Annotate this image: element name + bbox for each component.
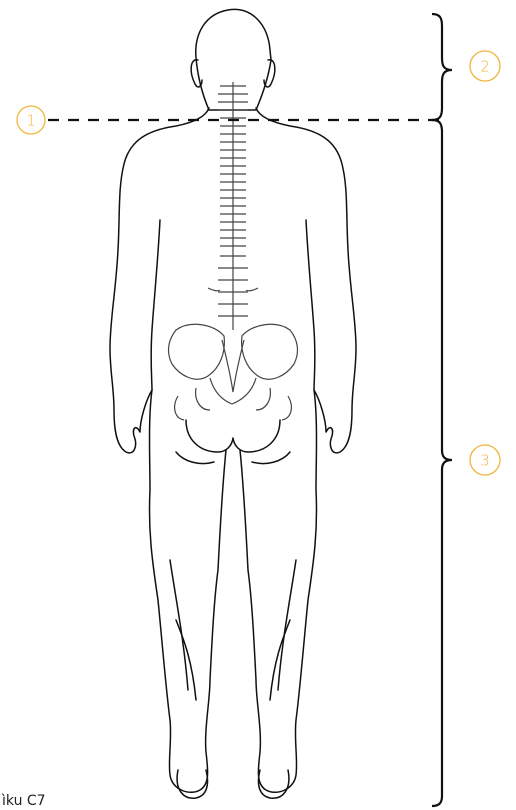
pelvis: [169, 324, 298, 420]
callout-3-label: 3: [480, 452, 490, 470]
right-leg-muscle-line: [278, 560, 296, 690]
gluteal-fold-right: [252, 452, 290, 464]
callout-3: 3: [470, 445, 500, 475]
callout-1: 1: [17, 106, 45, 134]
right-calf: [270, 620, 290, 700]
left-leg-muscle-line: [170, 560, 188, 690]
brace-upper: [432, 14, 452, 120]
right-foot: [258, 770, 288, 798]
brace-lower: [432, 120, 452, 806]
left-calf: [176, 620, 196, 700]
callout-1-label: 1: [26, 112, 36, 130]
left-inner-arm: [151, 220, 160, 390]
gluteal-fold-left: [176, 452, 214, 464]
caption-text: ìku C7: [2, 793, 46, 809]
left-foot: [177, 770, 207, 798]
callout-2: 2: [470, 51, 500, 81]
callout-2-label: 2: [480, 58, 490, 76]
buttocks: [186, 420, 280, 452]
right-inner-arm: [306, 220, 315, 390]
